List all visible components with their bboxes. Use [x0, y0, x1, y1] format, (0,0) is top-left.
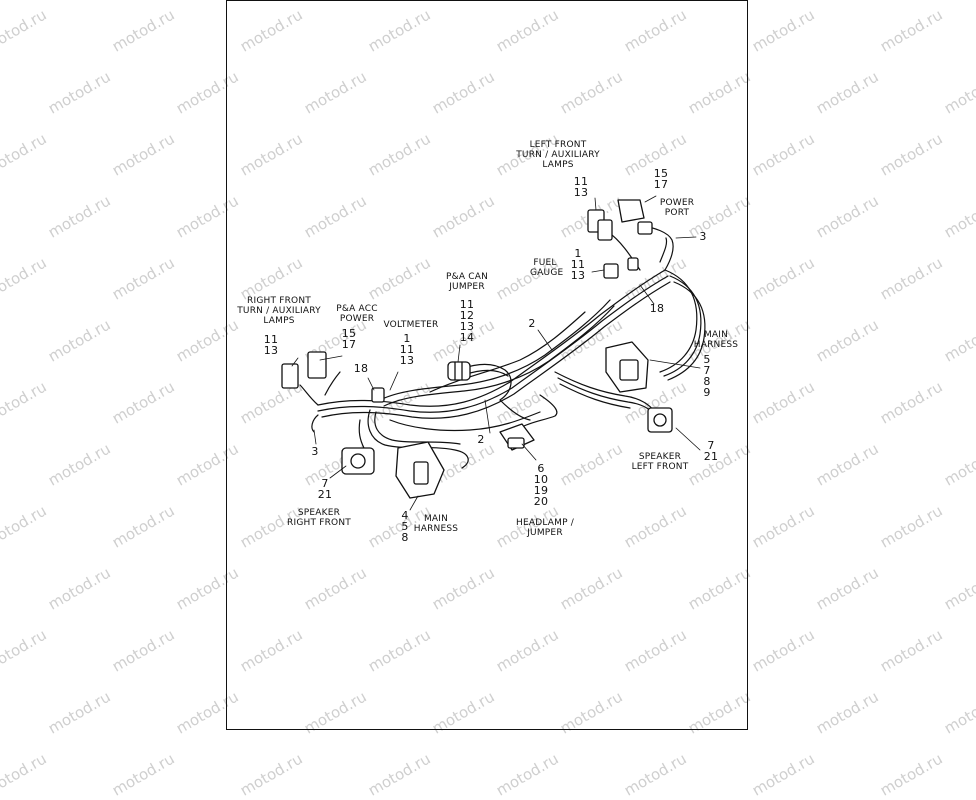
watermark-text: motod.ru — [109, 749, 178, 800]
label-main-harness-right: MAIN HARNESS — [693, 330, 739, 350]
connectors — [281, 199, 673, 499]
callout-lower-tie: 2 — [477, 433, 485, 446]
label-main-harness-bottom: MAIN HARNESS — [413, 514, 459, 534]
label-speaker-left-front: SPEAKER LEFT FRONT — [631, 452, 689, 472]
callout-pa-acc-power: 15 17 — [341, 327, 357, 351]
label-fuel-gauge: FUEL GAUGE — [530, 258, 564, 278]
callout-center-tie: 2 — [528, 317, 536, 330]
leader-lines — [291, 195, 701, 511]
callout-voltmeter: 1 11 13 — [399, 332, 415, 367]
watermark-text: motod.ru — [237, 749, 306, 800]
callout-fuel-gauge-clip: 18 — [649, 302, 665, 315]
callout-left-front-turn: 11 13 — [573, 175, 589, 199]
label-right-front-turn: RIGHT FRONT TURN / AUXILIARY LAMPS — [237, 296, 321, 326]
label-left-front-turn: LEFT FRONT TURN / AUXILIARY LAMPS — [516, 140, 600, 170]
watermark-text: motod.ru — [877, 749, 946, 800]
watermark-text: motod.ru — [621, 749, 690, 800]
wiring-harness-drawing — [281, 195, 706, 511]
callout-right-front-turn: 11 13 — [263, 333, 279, 357]
label-pa-can-jumper: P&A CAN JUMPER — [445, 272, 489, 292]
callout-power-port: 15 17 — [653, 167, 669, 191]
label-pa-acc-power: P&A ACC POWER — [336, 304, 378, 324]
watermark-text: motod.ru — [749, 749, 818, 800]
callout-power-port-clip: 3 — [699, 230, 707, 243]
callout-headlamp-jumper: 6 10 19 20 — [533, 462, 549, 508]
harness-bundle — [299, 224, 706, 469]
callout-main-harness-right: 5 7 8 9 — [703, 353, 711, 399]
callout-main-harness-bottom: 4 5 8 — [401, 509, 409, 544]
watermark-text: motod.ru — [493, 749, 562, 800]
callout-right-clip: 3 — [311, 445, 319, 458]
callout-voltmeter-clip: 18 — [353, 362, 369, 375]
callout-fuel-gauge: 1 11 13 — [570, 247, 586, 282]
callout-speaker-right-front: 7 21 — [317, 477, 333, 501]
callout-speaker-left-front: 7 21 — [703, 439, 719, 463]
label-voltmeter: VOLTMETER — [383, 320, 439, 330]
label-power-port: POWER PORT — [659, 198, 695, 218]
callout-pa-can-jumper: 11 12 13 14 — [459, 298, 475, 344]
watermark-text: motod.ru — [0, 749, 50, 800]
label-speaker-right-front: SPEAKER RIGHT FRONT — [287, 508, 351, 528]
watermark-text: motod.ru — [365, 749, 434, 800]
diagram-frame — [226, 0, 748, 730]
label-headlamp-jumper: HEADLAMP / JUMPER — [515, 518, 574, 538]
